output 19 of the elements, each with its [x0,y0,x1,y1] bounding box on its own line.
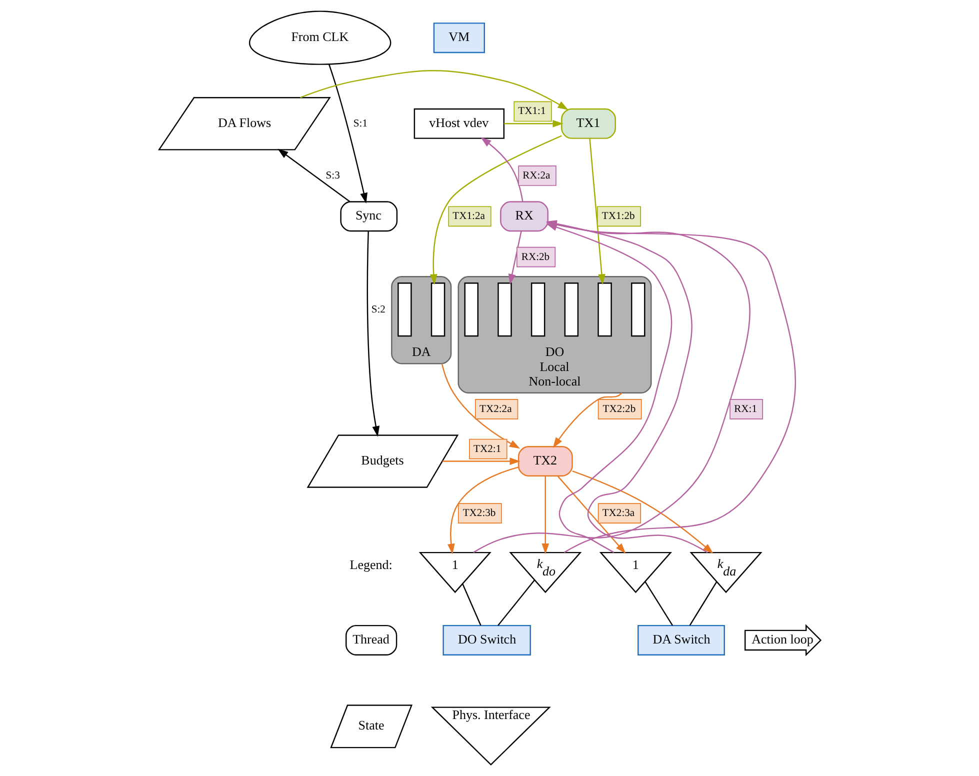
edge-label: TX2:3b [462,508,496,520]
legend-label: Thread [352,631,389,646]
edge-label: S:2 [370,304,385,316]
edge-label: TX1:2a [452,211,484,222]
edge-label: RX:2b [520,252,550,263]
edge-label: TX1:2b [601,211,634,222]
legend-label: Phys. Interface [452,706,530,722]
edge-label: RX:1 [734,404,757,415]
edge-label: RX:2a [522,170,550,182]
edge-label: TX1:1 [518,106,546,118]
edge-label: TX2:3a [602,508,634,520]
label: Legend: [349,556,392,572]
legend-label: Action loop [751,631,813,646]
edge-label: TX2:1 [473,444,501,455]
edge-label: S:3 [325,170,340,182]
legend-label: State [358,718,384,733]
edge-label: TX2:2b [602,404,636,415]
edge-label: TX2:2a [479,404,512,415]
edge-label: S:1 [352,118,368,130]
